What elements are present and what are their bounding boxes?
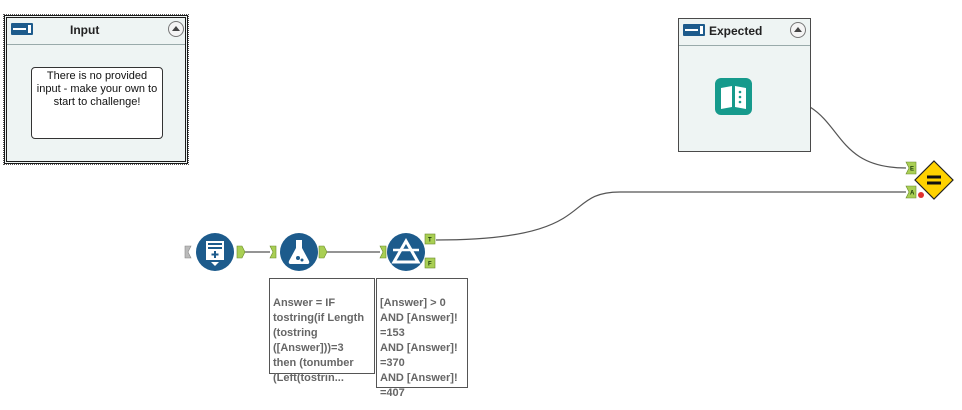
input-anchor-textinput[interactable] <box>184 245 192 259</box>
expected-collapse-button[interactable] <box>790 22 806 38</box>
browse-tool[interactable] <box>715 78 752 115</box>
wire-filter-to-compare[interactable] <box>435 191 906 241</box>
input-container-header[interactable]: Input <box>7 18 185 45</box>
input-container[interactable]: Input There is no provided input - make … <box>3 14 189 165</box>
filter-tool[interactable] <box>387 233 425 271</box>
output-anchor-formula[interactable] <box>318 245 328 259</box>
formula-tool[interactable] <box>280 233 318 271</box>
chevron-up-icon <box>172 26 180 31</box>
expected-container-title: Expected <box>709 24 763 38</box>
formula-annotation-text: Answer = IF tostring(if Length (tostring… <box>273 297 365 384</box>
compare-error-indicator-icon <box>918 192 924 198</box>
filter-false-anchor[interactable] <box>424 257 436 269</box>
filter-true-anchor[interactable] <box>424 233 436 245</box>
filter-annotation-text: [Answer] > 0 AND [Answer]! =153 AND [Ans… <box>380 297 458 399</box>
compare-expected-anchor[interactable] <box>905 161 917 175</box>
text-input-icon <box>206 241 224 266</box>
expected-container[interactable]: Expected <box>678 18 811 152</box>
input-note-textbox[interactable]: There is no provided input - make your o… <box>31 67 163 139</box>
compare-actual-label: A <box>910 191 915 197</box>
input-anchor-formula[interactable] <box>269 245 277 259</box>
filter-icon <box>391 237 421 264</box>
book-icon <box>721 86 746 109</box>
compare-actual-anchor[interactable] <box>905 185 917 199</box>
filter-false-label: F <box>428 262 432 268</box>
container-icon <box>11 23 33 35</box>
compare-expected-label: E <box>910 167 914 173</box>
equals-icon <box>927 175 941 179</box>
input-note-text: There is no provided input - make your o… <box>36 70 158 108</box>
output-anchor-textinput[interactable] <box>236 245 246 259</box>
container-icon <box>683 24 705 36</box>
text-input-tool[interactable] <box>196 233 234 271</box>
input-collapse-button[interactable] <box>168 21 184 37</box>
filter-annotation[interactable]: [Answer] > 0 AND [Answer]! =153 AND [Ans… <box>376 278 468 399</box>
expected-container-header[interactable]: Expected <box>679 19 810 46</box>
chevron-up-icon <box>794 27 802 32</box>
formula-annotation[interactable]: Answer = IF tostring(if Length (tostring… <box>269 278 375 384</box>
input-anchor-filter[interactable] <box>379 245 387 259</box>
filter-true-label: T <box>428 238 432 244</box>
input-container-title: Input <box>70 23 100 37</box>
flask-icon <box>288 240 310 264</box>
compare-tool[interactable] <box>914 160 954 200</box>
